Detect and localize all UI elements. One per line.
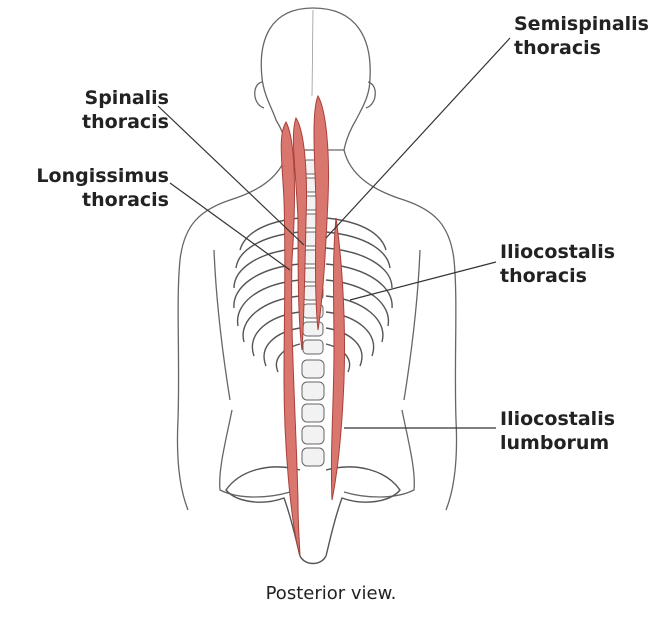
label-line: Longissimus [36,164,169,188]
leader-longissimus [170,183,290,270]
iliocostalis-muscle [331,218,344,500]
pelvis [226,467,400,564]
leader-iliothor [350,262,496,300]
label-line: thoracis [36,188,169,212]
label-line: Spinalis [82,86,169,110]
semispinalis-muscle [314,96,329,330]
label-line: thoracis [500,264,615,288]
label-line: Iliocostalis [500,407,615,431]
label-line: Semispinalis [514,12,649,36]
label-longissimus-thoracis: Longissimus thoracis [36,164,169,212]
leader-semispinalis [326,38,510,238]
label-line: Iliocostalis [500,240,615,264]
label-line: thoracis [514,36,649,60]
label-line: thoracis [82,110,169,134]
label-iliocostalis-thoracis: Iliocostalis thoracis [500,240,615,288]
label-spinalis-thoracis: Spinalis thoracis [82,86,169,134]
label-iliocostalis-lumborum: Iliocostalis lumborum [500,407,615,455]
figure-caption: Posterior view. [0,583,662,604]
label-semispinalis-thoracis: Semispinalis thoracis [514,12,649,60]
label-line: lumborum [500,431,615,455]
